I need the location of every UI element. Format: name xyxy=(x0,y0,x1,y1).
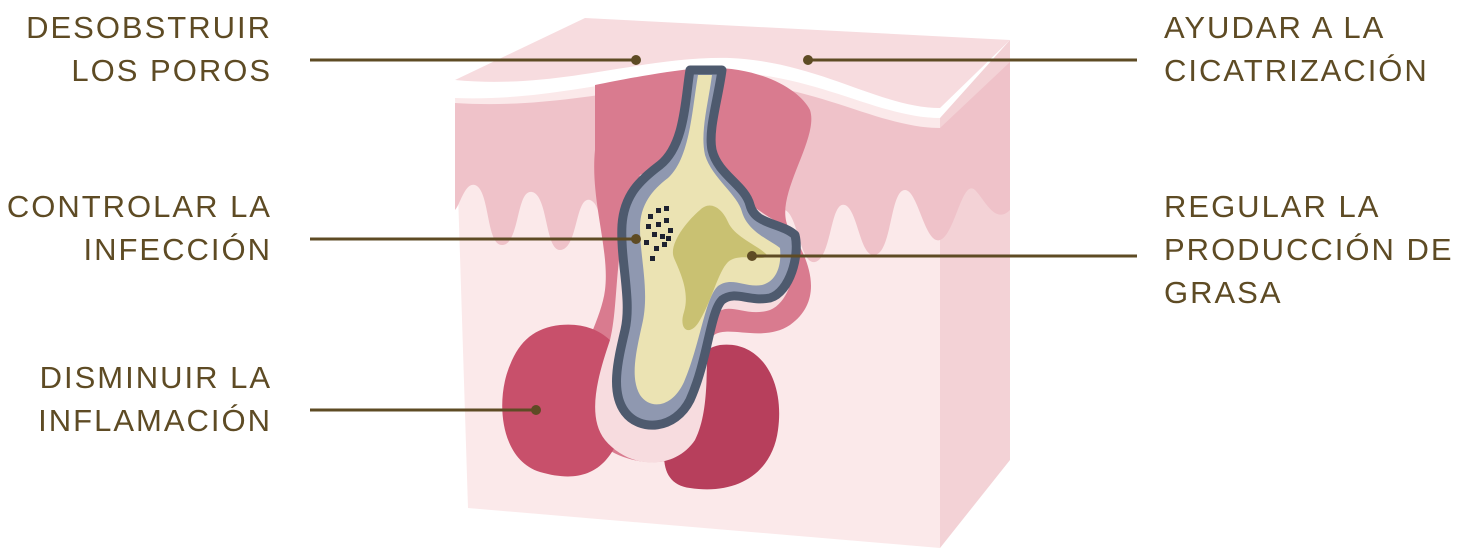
leader-dot xyxy=(747,251,757,261)
bacteria-dot xyxy=(660,234,665,239)
label-line: PRODUCCIÓN DE xyxy=(1164,228,1454,271)
label-line: CICATRIZACIÓN xyxy=(1164,49,1429,92)
label-regular-la-produccion-de-grasa: REGULAR LA PRODUCCIÓN DE GRASA xyxy=(1164,185,1454,314)
label-ayudar-a-la-cicatrizacion: AYUDAR A LA CICATRIZACIÓN xyxy=(1164,6,1429,92)
leader-dot xyxy=(531,405,541,415)
label-line: CONTROLAR LA xyxy=(0,185,272,228)
bacteria-dot xyxy=(654,246,659,251)
bacteria-dot xyxy=(652,232,657,237)
bacteria-dot xyxy=(666,236,671,241)
bacteria-dot xyxy=(668,228,673,233)
leader-dot xyxy=(631,55,641,65)
label-line: LOS POROS xyxy=(0,49,272,92)
leader-dot xyxy=(631,234,641,244)
bacteria-dot xyxy=(662,242,667,247)
bacteria-dot xyxy=(656,222,661,227)
label-disminuir-la-inflamacion: DISMINUIR LA INFLAMACIÓN xyxy=(0,356,272,442)
bacteria-dot xyxy=(650,256,655,261)
bacteria-dot xyxy=(646,224,651,229)
bacteria-dot xyxy=(648,214,653,219)
label-line: REGULAR LA xyxy=(1164,185,1454,228)
bacteria-dot xyxy=(664,218,669,223)
bacteria-dot xyxy=(664,206,669,211)
label-line: INFECCIÓN xyxy=(0,228,272,271)
label-desobstruir-los-poros: DESOBSTRUIR LOS POROS xyxy=(0,6,272,92)
label-controlar-la-infeccion: CONTROLAR LA INFECCIÓN xyxy=(0,185,272,271)
bacteria-dot xyxy=(644,240,649,245)
label-line: INFLAMACIÓN xyxy=(0,399,272,442)
leader-dot xyxy=(803,55,813,65)
label-line: GRASA xyxy=(1164,271,1454,314)
label-line: DESOBSTRUIR xyxy=(0,6,272,49)
label-line: AYUDAR A LA xyxy=(1164,6,1429,49)
bacteria-dot xyxy=(656,208,661,213)
label-line: DISMINUIR LA xyxy=(0,356,272,399)
